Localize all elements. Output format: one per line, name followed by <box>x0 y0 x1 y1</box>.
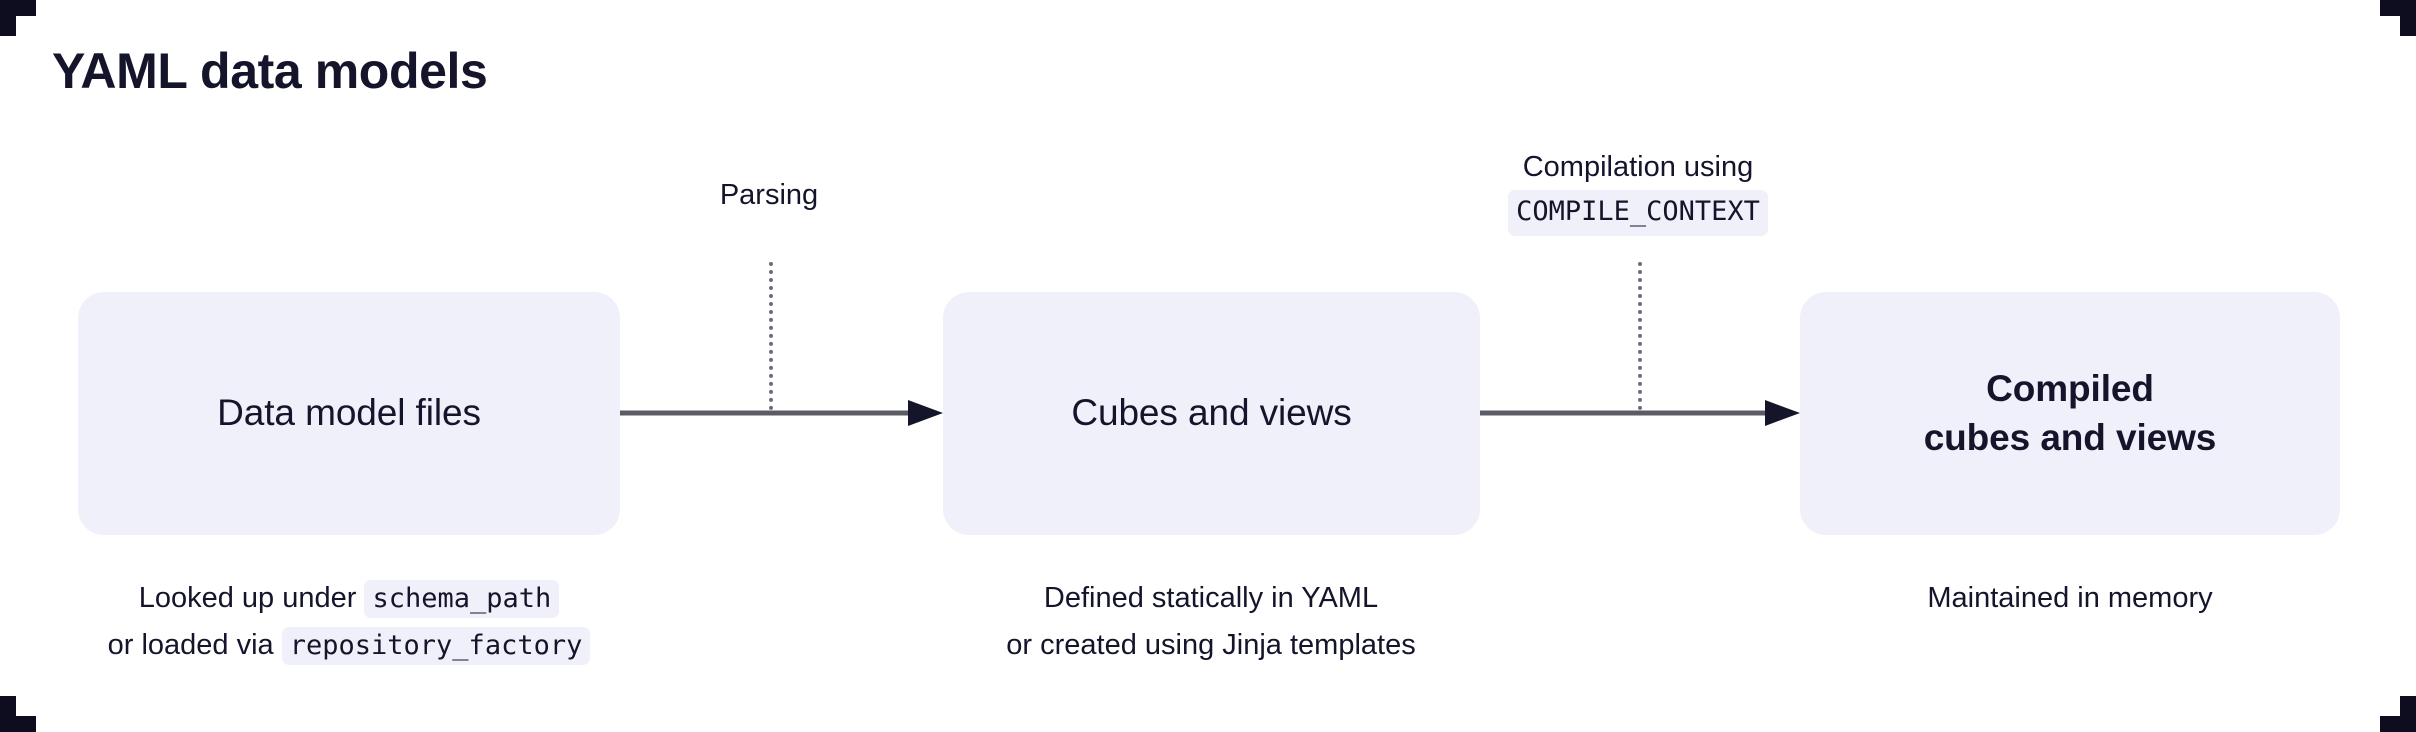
edge-label-text: Parsing <box>719 179 819 211</box>
page-title: YAML data models <box>52 43 488 99</box>
crop-mark-top-right-icon <box>2380 0 2416 36</box>
caption-compiled-cubes-and-views: Maintained in memory <box>1810 575 2330 622</box>
crop-mark-bottom-left-icon <box>0 696 36 732</box>
edge-tick-compilation <box>1638 262 1642 410</box>
flow-node-compiled-cubes-and-views[interactable]: Compiled cubes and views <box>1800 292 2340 535</box>
flow-node-label: Compiled cubes and views <box>1923 367 2217 458</box>
caption-text: Looked up under <box>138 582 365 614</box>
flow-node-label: Cubes and views <box>1071 392 1352 434</box>
caption-line: Maintained in memory <box>1927 582 2213 614</box>
arrow-compilation-icon <box>1480 400 1800 426</box>
caption-data-model-files: Looked up under schema_path or loaded vi… <box>18 575 680 669</box>
arrow-parsing-icon <box>620 400 943 426</box>
edge-tick-parsing <box>769 262 773 410</box>
flow-node-data-model-files[interactable]: Data model files <box>78 292 620 535</box>
flow-node-cubes-and-views[interactable]: Cubes and views <box>943 292 1480 535</box>
edge-label-text: Compilation using <box>1522 151 1754 183</box>
caption-code-chip: repository_factory <box>281 626 591 665</box>
caption-code-chip: schema_path <box>364 580 560 618</box>
caption-text: or loaded via <box>107 628 282 661</box>
caption-line: Defined statically in YAML <box>1043 582 1379 614</box>
flow-node-label: Data model files <box>217 392 481 434</box>
caption-line: Looked up under schema_path <box>18 575 680 622</box>
caption-cubes-and-views: Defined statically in YAML or created us… <box>900 575 1522 669</box>
edge-label-parsing: Parsing <box>569 175 969 216</box>
caption-line: or created using Jinja templates <box>1006 628 1416 661</box>
crop-mark-bottom-right-icon <box>2380 696 2416 732</box>
edge-label-code-chip: COMPILE_CONTEXT <box>1508 190 1768 236</box>
edge-label-compilation: Compilation using COMPILE_CONTEXT <box>1438 147 1838 236</box>
caption-line: or loaded via repository_factory <box>18 622 680 669</box>
crop-mark-top-left-icon <box>0 0 36 36</box>
